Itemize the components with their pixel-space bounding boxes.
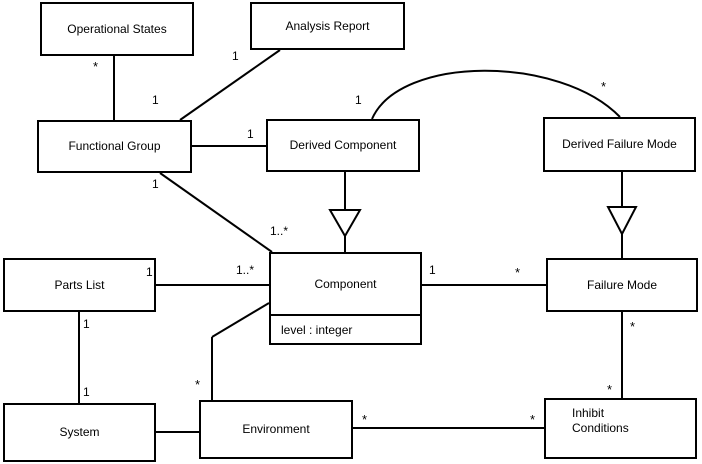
- uml-class-inhibit-conditions[interactable]: Inhibit Conditions: [544, 398, 697, 459]
- generalization-triangle-component: [328, 209, 362, 239]
- multiplicity-failuremode-left: *: [515, 265, 521, 280]
- uml-class-functional-group[interactable]: Functional Group: [37, 120, 192, 173]
- multiplicity-component-right: 1: [429, 263, 436, 277]
- class-name-failure-mode: Failure Mode: [586, 277, 658, 292]
- multiplicity-partslist-bottom: 1: [83, 317, 90, 331]
- multiplicity-environment-right: *: [362, 412, 368, 427]
- edge-funcgroup-component: [159, 172, 273, 253]
- class-name-functional-group: Functional Group: [68, 139, 161, 153]
- multiplicity-opstates-funcgroup: *: [93, 59, 99, 74]
- uml-class-parts-list[interactable]: Parts List: [3, 258, 156, 312]
- multiplicity-funcgroup-bottom: 1: [152, 177, 159, 191]
- multiplicity-component-left: 1..*: [236, 263, 255, 277]
- multiplicity-environment-top: *: [195, 377, 201, 392]
- uml-class-system[interactable]: System: [3, 403, 156, 462]
- multiplicity-funcgroup-top: 1: [152, 93, 159, 107]
- multiplicity-component-topleft: 1..*: [270, 224, 289, 238]
- multiplicity-inhibit-top: *: [607, 382, 613, 397]
- uml-class-environment[interactable]: Environment: [199, 400, 353, 459]
- edge-component-environment-diag: [211, 302, 270, 338]
- multiplicity-derivedcomp-arc-left: 1: [355, 93, 362, 107]
- class-name-operational-states: Operational States: [67, 21, 167, 36]
- uml-class-operational-states[interactable]: Operational States: [40, 2, 194, 56]
- multiplicity-partslist-right: 1: [146, 265, 153, 279]
- multiplicity-derivedfm-arc-right: *: [601, 79, 607, 94]
- class-name-analysis-report: Analysis Report: [285, 18, 370, 33]
- class-attribute-component-level: level : integer: [271, 314, 420, 343]
- edge-derivedcomp-derivedfm: [371, 69, 621, 120]
- generalization-triangle-failure-mode: [606, 206, 638, 237]
- uml-class-derived-failure-mode[interactable]: Derived Failure Mode: [543, 117, 696, 172]
- class-name-derived-failure-mode: Derived Failure Mode: [562, 137, 677, 151]
- class-name-system: System: [59, 425, 100, 439]
- class-name-inhibit-conditions: Inhibit Conditions: [572, 406, 629, 435]
- uml-class-component[interactable]: Component level : integer: [269, 252, 422, 345]
- class-name-environment: Environment: [242, 422, 310, 436]
- edge-analysisreport-funcgroup: [179, 49, 281, 121]
- multiplicity-analysisreport-left: 1: [232, 49, 239, 63]
- class-name-parts-list: Parts List: [54, 277, 105, 292]
- multiplicity-system-top: 1: [83, 385, 90, 399]
- multiplicity-inhibit-left: *: [530, 412, 536, 427]
- class-name-derived-component: Derived Component: [289, 138, 397, 152]
- multiplicity-funcgroup-derivedcomp: 1: [247, 127, 254, 141]
- uml-class-failure-mode[interactable]: Failure Mode: [546, 258, 698, 312]
- multiplicity-failuremode-bottom: *: [630, 319, 636, 334]
- class-name-component: Component: [314, 276, 377, 291]
- uml-class-analysis-report[interactable]: Analysis Report: [250, 2, 405, 50]
- uml-class-derived-component[interactable]: Derived Component: [266, 119, 420, 172]
